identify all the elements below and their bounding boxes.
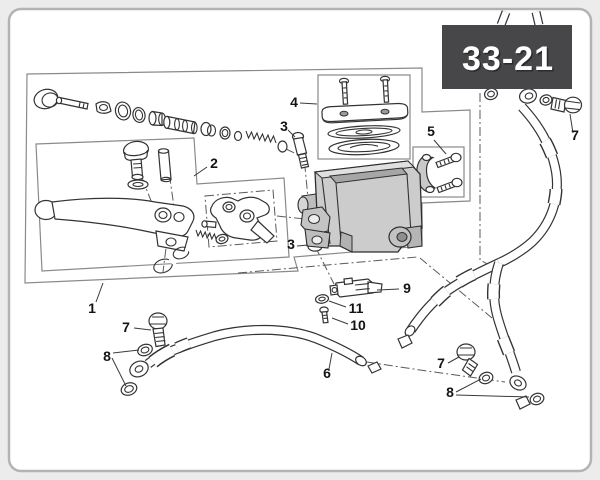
callout-8-bottom-right: 8 bbox=[446, 384, 454, 400]
banjo-eye bbox=[518, 88, 538, 104]
lever-assembly bbox=[34, 140, 275, 274]
reservoir-cap-box bbox=[317, 74, 411, 160]
mounting-ear bbox=[300, 206, 331, 249]
switch-washer bbox=[314, 294, 330, 304]
piston-kit bbox=[33, 88, 288, 153]
outlet-boss bbox=[388, 225, 423, 249]
hose-end-piece bbox=[515, 395, 531, 410]
circlip bbox=[172, 244, 194, 260]
piston bbox=[163, 115, 198, 135]
sealing-washer bbox=[137, 343, 153, 357]
banjo-eye bbox=[509, 375, 527, 391]
lever-spring bbox=[195, 229, 217, 241]
clamp-bolt bbox=[436, 177, 463, 194]
cap-screw bbox=[379, 75, 391, 103]
callout-8-left: 8 bbox=[103, 348, 111, 364]
pivot-pin bbox=[157, 148, 172, 183]
callout-10: 10 bbox=[350, 317, 366, 333]
callout-7-left: 7 bbox=[122, 319, 130, 335]
callout-2: 2 bbox=[210, 155, 218, 171]
hose-branch-left bbox=[397, 258, 502, 349]
sealing-washer bbox=[120, 382, 138, 396]
brake-lever bbox=[34, 197, 195, 252]
seal-stack bbox=[200, 121, 217, 137]
callout-3-lower: 3 bbox=[287, 236, 295, 252]
callouts: 1 2 3 4 3 5 6 7 8 9 10 11 7 7 8 bbox=[88, 94, 579, 400]
dust-cap bbox=[33, 88, 59, 110]
hose-end-piece bbox=[367, 361, 382, 374]
brake-hose-front bbox=[129, 324, 382, 378]
switch-screw bbox=[319, 306, 329, 324]
banjo-bolt bbox=[550, 96, 583, 114]
badge-text-shadow: 33-21 bbox=[464, 42, 556, 80]
upper-brake-hoses bbox=[397, 10, 563, 410]
callout-7-bottom-right: 7 bbox=[437, 355, 445, 371]
cap-screw bbox=[338, 77, 350, 105]
clamp-bolt bbox=[435, 152, 462, 169]
badge-background bbox=[442, 25, 572, 89]
diaphragm bbox=[328, 138, 400, 156]
callout-1: 1 bbox=[88, 300, 96, 316]
page-code-badge: 33-21 33-21 bbox=[442, 25, 572, 89]
seal-cup bbox=[148, 110, 166, 127]
main-assembly-box bbox=[24, 67, 471, 284]
o-ring bbox=[219, 126, 231, 140]
sealing-washer bbox=[539, 94, 553, 106]
hose-branch-right bbox=[486, 261, 531, 410]
return-spring bbox=[245, 130, 288, 153]
badge-text: 33-21 bbox=[462, 40, 554, 78]
master-cylinder-body bbox=[297, 160, 423, 253]
bracket-reference-box bbox=[204, 189, 278, 248]
lever-kit-box bbox=[35, 137, 290, 272]
knob-washer bbox=[127, 179, 149, 190]
sealing-washer bbox=[478, 371, 494, 385]
bottom-right-banjo-hardware bbox=[456, 343, 545, 406]
pushrod bbox=[201, 220, 217, 229]
callout-7-top-right: 7 bbox=[571, 127, 579, 143]
seal-cone bbox=[95, 101, 112, 114]
leader-lines bbox=[95, 102, 574, 398]
banjo-eye bbox=[129, 360, 149, 378]
callout-9: 9 bbox=[403, 280, 411, 296]
circlip bbox=[153, 256, 178, 274]
hose-end-opening bbox=[355, 355, 367, 367]
callout-4: 4 bbox=[290, 94, 298, 110]
lever-washer bbox=[215, 233, 229, 245]
small-ring bbox=[233, 130, 243, 142]
left-banjo-hardware bbox=[120, 312, 168, 396]
reservoir-cap bbox=[321, 102, 409, 124]
reservoir-cap-kit bbox=[321, 75, 409, 156]
callout-6: 6 bbox=[323, 365, 331, 381]
clamp-bracket bbox=[210, 196, 275, 244]
banjo-bolt bbox=[456, 343, 479, 377]
diaphragm-plate bbox=[327, 125, 401, 139]
callout-5: 5 bbox=[427, 123, 435, 139]
sealing-washer bbox=[529, 392, 545, 406]
adjuster-knob bbox=[122, 140, 150, 190]
assembly-boxes bbox=[24, 67, 471, 284]
top-right-banjo-hardware bbox=[483, 87, 583, 114]
bleed-screw bbox=[291, 131, 310, 169]
callout-3-upper: 3 bbox=[280, 118, 288, 134]
callout-11: 11 bbox=[349, 300, 364, 316]
banjo-bolt bbox=[148, 312, 168, 348]
